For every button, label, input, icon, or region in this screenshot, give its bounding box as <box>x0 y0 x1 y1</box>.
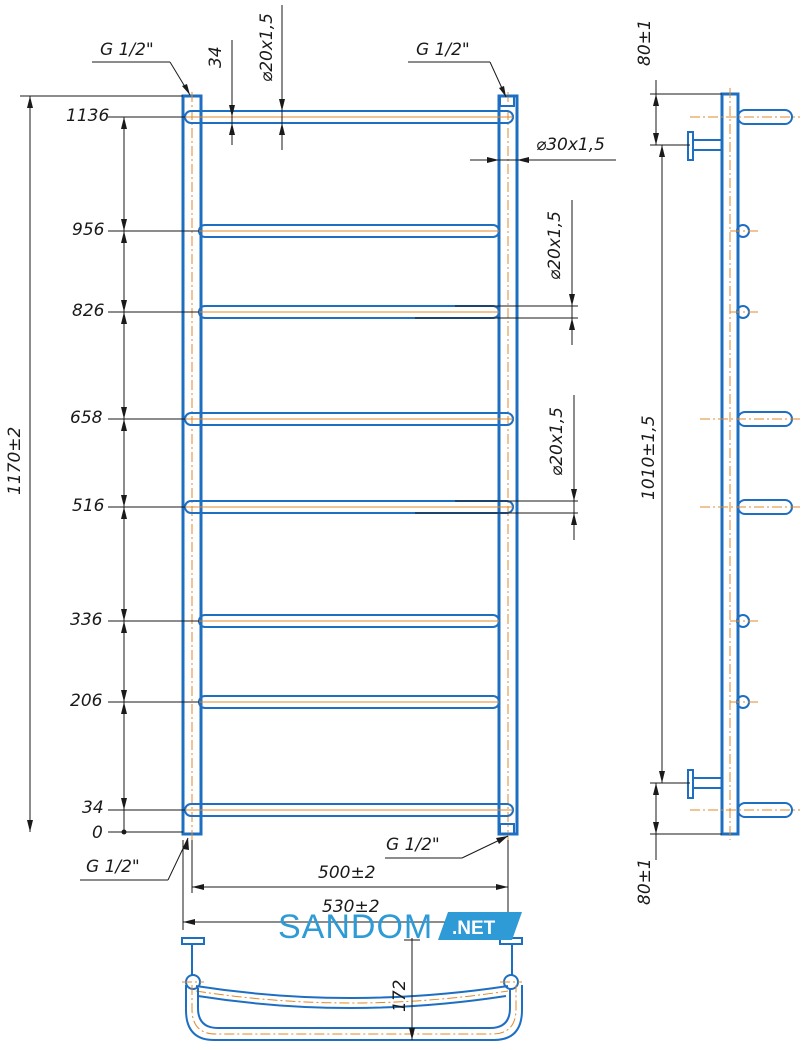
pipe-rung-top-label: ⌀20x1,5 <box>257 13 277 82</box>
front-view: 1136 956 826 658 516 336 206 34 0 1170±2… <box>5 5 616 930</box>
label-956: 956 <box>72 220 105 240</box>
side-bottom-offset-label: 80±1 <box>635 858 655 905</box>
pipe-rung-mid1-label: ⌀20x1,5 <box>545 211 565 280</box>
label-516: 516 <box>72 496 105 516</box>
label-826: 826 <box>72 301 105 321</box>
label-206: 206 <box>70 691 103 711</box>
label-1136: 1136 <box>66 106 109 126</box>
label-658: 658 <box>70 408 103 428</box>
side-top-offset-label: 80±1 <box>635 19 655 66</box>
width-overall-label: 530±2 <box>322 897 380 917</box>
watermark-badge <box>438 912 522 940</box>
thread-bottom-left-label: G 1/2" <box>86 857 140 877</box>
thread-top-left-label: G 1/2" <box>100 40 154 60</box>
plan-depth-label: 172 <box>390 980 410 1012</box>
height-overall-label: 1170±2 <box>5 427 25 495</box>
thread-bottom-right-label: G 1/2" <box>386 835 440 855</box>
watermark-brand: SANDOM <box>278 908 433 946</box>
thread-top-right-label: G 1/2" <box>416 40 470 60</box>
top-offset-label: 34 <box>206 46 226 68</box>
pipe-side-label: ⌀30x1,5 <box>536 135 605 155</box>
watermark: SANDOM .NET <box>278 908 522 946</box>
plan-view: 172 <box>181 937 523 1041</box>
watermark-suffix: .NET <box>452 918 496 939</box>
pipe-rung-mid2-label: ⌀20x1,5 <box>547 407 567 476</box>
port-top-right <box>499 95 515 107</box>
rungs <box>184 110 514 817</box>
width-axis-label: 500±2 <box>318 863 376 883</box>
side-view: 80±1 1010±1,5 80±1 <box>635 19 800 905</box>
label-336: 336 <box>70 610 103 630</box>
side-mount-distance-label: 1010±1,5 <box>639 415 659 500</box>
label-34: 34 <box>82 798 104 818</box>
label-0: 0 <box>92 823 103 843</box>
port-bottom-right <box>499 823 515 835</box>
